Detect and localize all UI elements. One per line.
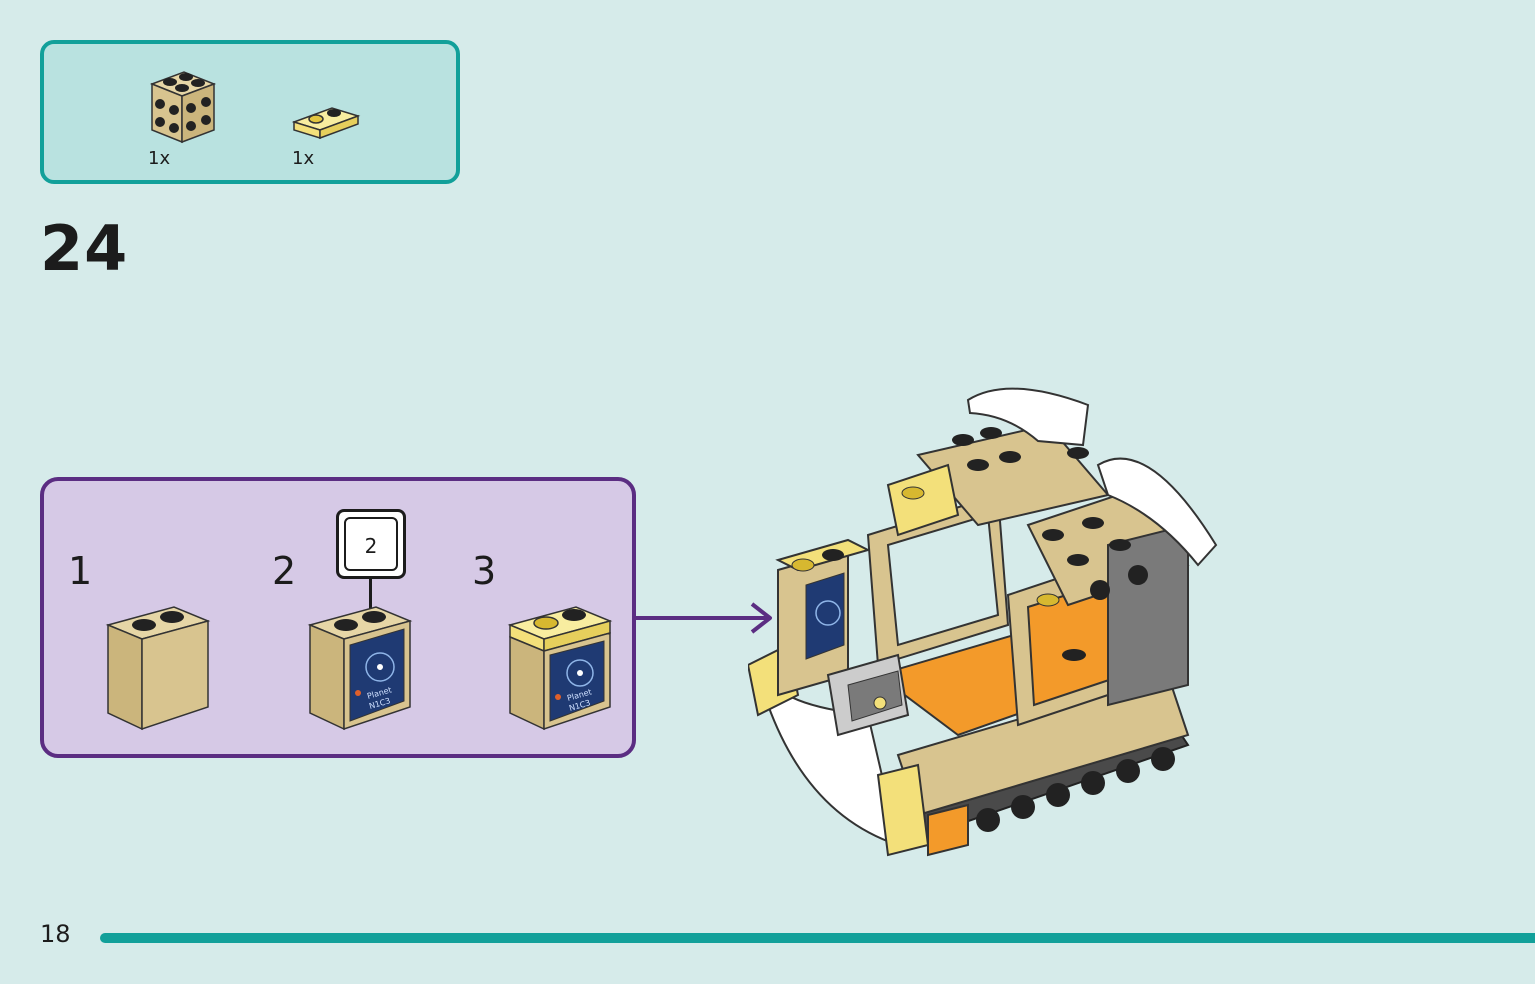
- model-illustration: [746, 375, 1218, 869]
- sub-step-label: 3: [472, 549, 497, 593]
- footer-bar: [100, 933, 1535, 943]
- page-number: 18: [40, 920, 71, 948]
- part-quantity: 1x: [292, 148, 315, 169]
- sub-assembly-box: 1 2 3 2 Planet N1C3: [40, 477, 636, 758]
- part-trans-yellow-plate: [292, 100, 362, 140]
- parts-list: 1x 1x: [40, 40, 460, 184]
- sub-step-label: 1: [68, 549, 93, 593]
- arrow-right-icon: [636, 600, 776, 640]
- part-quantity: 1x: [148, 148, 171, 169]
- sub-step-label: 2: [272, 549, 297, 593]
- sticker-callout: 2: [336, 509, 406, 579]
- sticker-icon: [344, 517, 398, 571]
- part-tan-brick-side-studs: [148, 64, 218, 144]
- sticker-number: 2: [364, 534, 378, 558]
- step-number: 24: [40, 212, 129, 285]
- tan-brick-with-plate-icon: Planet N1C3: [506, 593, 616, 737]
- tan-brick-icon: [104, 601, 214, 737]
- tan-brick-with-sticker-icon: Planet N1C3: [306, 601, 416, 737]
